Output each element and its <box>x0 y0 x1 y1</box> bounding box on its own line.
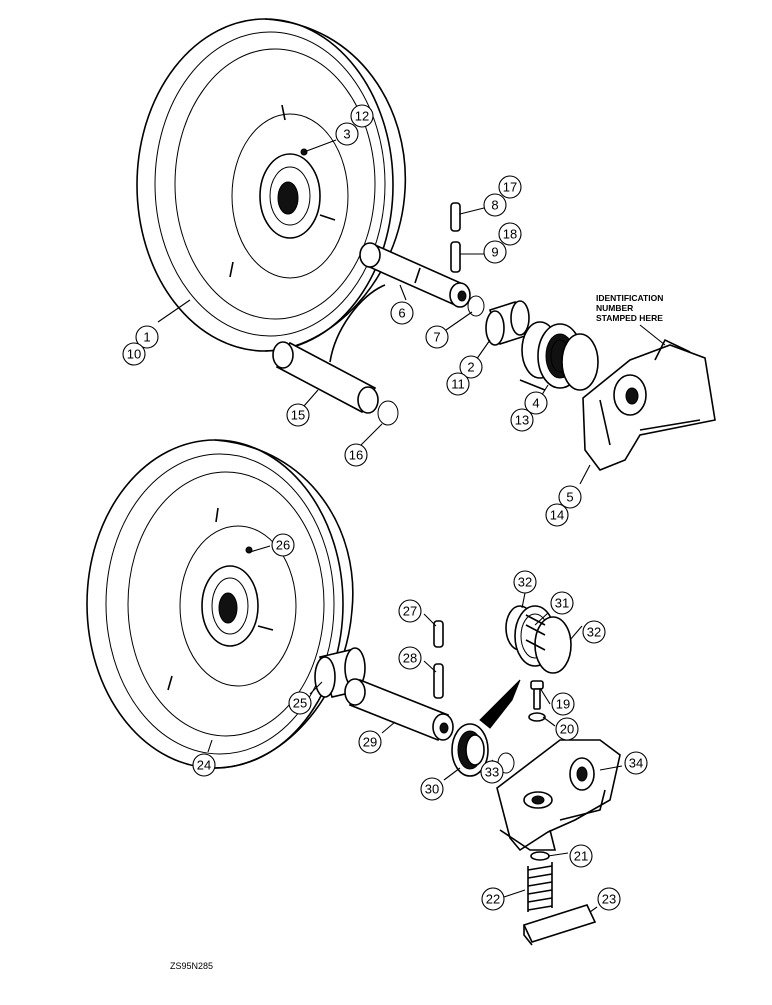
callout-26: 26 <box>271 533 295 557</box>
callout-13: 13 <box>510 408 534 432</box>
svg-text:27: 27 <box>403 604 417 619</box>
seal-set-31-32 <box>505 605 572 674</box>
callout-3: 3 <box>335 122 359 146</box>
callout-4: 4 <box>524 391 548 415</box>
svg-text:32: 32 <box>518 575 532 590</box>
svg-text:4: 4 <box>532 396 539 411</box>
callout-2: 2 <box>459 355 483 379</box>
svg-text:18: 18 <box>503 227 517 242</box>
svg-text:9: 9 <box>491 245 498 260</box>
assembly-arrow-lower <box>479 679 521 729</box>
svg-text:14: 14 <box>550 508 564 523</box>
bolt-and-washer <box>528 680 546 722</box>
callout-31: 31 <box>550 591 574 615</box>
svg-text:22: 22 <box>486 892 500 907</box>
svg-text:10: 10 <box>127 347 141 362</box>
upper-pins <box>450 202 461 273</box>
callout-12: 12 <box>350 104 374 128</box>
callout-15: 15 <box>286 403 310 427</box>
callout-19: 19 <box>551 692 575 716</box>
svg-text:34: 34 <box>629 756 643 771</box>
lower-pins <box>433 620 444 699</box>
svg-text:1: 1 <box>143 330 150 345</box>
svg-text:31: 31 <box>555 596 569 611</box>
callout-24: 24 <box>192 753 216 777</box>
svg-text:12: 12 <box>355 109 369 124</box>
svg-text:2: 2 <box>467 360 474 375</box>
callouts: 1 10 3 12 8 17 9 18 6 7 2 11 4 13 5 14 1… <box>122 104 648 911</box>
callout-6: 6 <box>390 301 414 325</box>
callout-1: 1 <box>135 325 159 349</box>
callout-20: 20 <box>555 717 579 741</box>
spring-assembly <box>527 851 553 912</box>
svg-text:20: 20 <box>560 722 574 737</box>
callout-7: 7 <box>425 325 449 349</box>
ring-and-bushing <box>467 295 530 346</box>
svg-text:28: 28 <box>403 651 417 666</box>
svg-text:29: 29 <box>363 735 377 750</box>
lower-shaft <box>344 678 454 742</box>
callout-21: 21 <box>569 844 593 868</box>
callout-5: 5 <box>558 485 582 509</box>
svg-text:11: 11 <box>451 377 465 392</box>
svg-text:25: 25 <box>293 696 307 711</box>
svg-text:32: 32 <box>587 625 601 640</box>
svg-text:21: 21 <box>574 849 588 864</box>
note-line-2: NUMBER <box>596 303 633 313</box>
svg-text:33: 33 <box>485 765 499 780</box>
callout-11: 11 <box>446 372 470 396</box>
lower-seal <box>451 723 515 777</box>
svg-text:24: 24 <box>197 758 211 773</box>
callout-29: 29 <box>358 730 382 754</box>
note-line-1: IDENTIFICATION <box>596 293 663 303</box>
callout-14: 14 <box>545 503 569 527</box>
svg-text:30: 30 <box>425 782 439 797</box>
callout-17: 17 <box>498 175 522 199</box>
drawing-code: ZS95N285 <box>170 961 213 971</box>
svg-text:23: 23 <box>602 892 616 907</box>
callout-32-right: 32 <box>582 620 606 644</box>
callout-10: 10 <box>122 342 146 366</box>
svg-text:17: 17 <box>503 180 517 195</box>
callout-22: 22 <box>481 887 505 911</box>
callout-32-top: 32 <box>513 570 537 594</box>
callout-33: 33 <box>480 760 504 784</box>
callout-8: 8 <box>483 193 507 217</box>
svg-text:8: 8 <box>491 198 498 213</box>
svg-text:15: 15 <box>291 408 305 423</box>
identification-note: IDENTIFICATION NUMBER STAMPED HERE <box>596 293 666 346</box>
svg-text:16: 16 <box>349 448 363 463</box>
lower-idler-wheel <box>86 439 354 769</box>
seal-group-4 <box>519 321 599 391</box>
callout-27: 27 <box>398 599 422 623</box>
upper-shaft <box>359 242 471 308</box>
callout-30: 30 <box>420 777 444 801</box>
lower-shaft-15 <box>272 341 399 426</box>
svg-text:3: 3 <box>343 127 350 142</box>
svg-text:13: 13 <box>515 413 529 428</box>
callout-16: 16 <box>344 443 368 467</box>
wear-block <box>522 904 597 946</box>
callout-28: 28 <box>398 646 422 670</box>
svg-text:5: 5 <box>566 490 573 505</box>
callout-9: 9 <box>483 240 507 264</box>
svg-text:7: 7 <box>433 330 440 345</box>
upper-yoke-bracket <box>582 338 716 471</box>
svg-text:26: 26 <box>276 538 290 553</box>
lower-yoke-bracket <box>496 739 621 852</box>
svg-text:6: 6 <box>398 306 405 321</box>
callout-34: 34 <box>624 751 648 775</box>
callout-23: 23 <box>597 887 621 911</box>
note-line-3: STAMPED HERE <box>596 313 663 323</box>
upper-idler-wheel <box>136 18 407 352</box>
callout-18: 18 <box>498 222 522 246</box>
callout-25: 25 <box>288 691 312 715</box>
assembly-arrow-upper <box>329 284 386 363</box>
svg-text:19: 19 <box>556 697 570 712</box>
